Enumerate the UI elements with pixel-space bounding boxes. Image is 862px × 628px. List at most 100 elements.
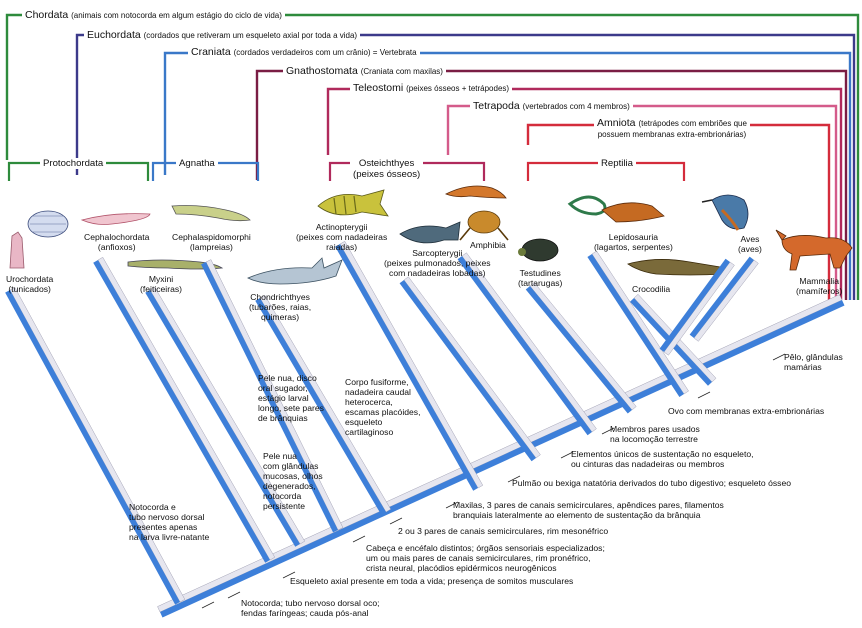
taxon-crocodilia: Crocodilia bbox=[632, 284, 670, 294]
paraphyletic-agnatha: Agnatha bbox=[176, 158, 218, 169]
branch-cephalaspidomorphi bbox=[201, 259, 344, 533]
group-name: Amniota bbox=[597, 117, 636, 129]
bracket-gnathostomata bbox=[255, 69, 848, 300]
taxon-common: com nadadeiras lobadas) bbox=[389, 268, 486, 278]
bracket-euchordata bbox=[75, 33, 856, 300]
tick-2 bbox=[601, 427, 615, 435]
taxon-common: raiadas) bbox=[326, 242, 358, 252]
tick-10 bbox=[201, 601, 215, 609]
tick-6 bbox=[389, 517, 403, 525]
taxon-common: (peixes pulmonados, peixes bbox=[384, 258, 491, 268]
taxon-common: (lampreias) bbox=[189, 242, 233, 252]
animal-illustrations bbox=[9, 185, 853, 285]
group-name: Teleostomi bbox=[353, 82, 404, 94]
bracket-tetrapoda bbox=[446, 104, 838, 300]
fox-icon bbox=[775, 229, 853, 271]
branch-actinopterygii bbox=[335, 241, 484, 491]
group-desc: (peixes ósseos + tetrápodes) bbox=[406, 84, 510, 93]
branch-testudines-blue bbox=[525, 286, 632, 414]
group-desc: (cordados que retiveram um esqueleto axi… bbox=[143, 31, 358, 40]
taxon-common: (peixes com nadadeiras bbox=[296, 232, 388, 242]
branch-sarcopterygii bbox=[399, 276, 541, 462]
synapo-sarcopterygii: Elementos únicos de sustentação no esque… bbox=[571, 449, 754, 469]
paraphyletic-protochordata: Protochordata bbox=[40, 158, 107, 169]
taxon-aves: Aves(aves) bbox=[738, 234, 762, 254]
taxon-lepidosauria: Lepidosauria(lagartos, serpentes) bbox=[594, 232, 673, 252]
taxon-common: (anfioxos) bbox=[97, 242, 136, 252]
crocodile-icon bbox=[627, 259, 727, 276]
group-name: Osteichthyes bbox=[358, 158, 415, 169]
synapo-lampreias: 2 ou 3 pares de canais semicirculares, r… bbox=[398, 526, 609, 536]
lizard-icon bbox=[567, 195, 665, 223]
taxon-testudines: Testudines(tartarugas) bbox=[518, 268, 562, 288]
tree-branches bbox=[5, 241, 845, 618]
taxon-common: (tartarugas) bbox=[518, 278, 563, 288]
lamprey-icon bbox=[171, 205, 251, 222]
taxon-name: Cephalaspidomorphi bbox=[172, 232, 251, 242]
branch-myxini-blue bbox=[145, 290, 300, 547]
branch-amphibia bbox=[457, 252, 597, 436]
synapo-teleostomi: Pulmão ou bexiga natatória derivados do … bbox=[512, 478, 792, 488]
branch-actinopterygii-blue bbox=[335, 244, 478, 491]
taxon-name: Sarcopterygii bbox=[412, 248, 463, 258]
branch-chondrichthyes bbox=[255, 294, 392, 515]
group-name: Chordata bbox=[25, 9, 69, 21]
group-desc: possuem membranas extra-embrionárias) bbox=[597, 130, 747, 139]
branch-archosaur-inner bbox=[689, 256, 759, 342]
synapomorphy-ticks bbox=[201, 353, 786, 609]
kingfisher-icon bbox=[701, 194, 749, 231]
branch-testudines bbox=[525, 282, 637, 414]
taxon-name: Cephalochordata bbox=[84, 232, 150, 242]
taxon-name: Amphibia bbox=[470, 240, 506, 250]
paraphyletic-reptilia: Reptilia bbox=[598, 158, 636, 169]
branch-urochordata bbox=[5, 287, 186, 605]
group-sub: (peixes ósseos) bbox=[353, 169, 421, 180]
group-name: Gnathostomata bbox=[286, 65, 358, 77]
taxon-common: (tubarões, raias, bbox=[249, 302, 312, 312]
taxon-common: (aves) bbox=[738, 244, 762, 254]
taxon-name: Testudines bbox=[519, 268, 561, 278]
taxon-myxini: Myxini(feiticeiras) bbox=[140, 274, 182, 294]
tick-8 bbox=[282, 571, 296, 579]
taxon-name: Lepidosauria bbox=[608, 232, 659, 242]
branch-amphibia-blue bbox=[457, 256, 592, 436]
group-name: Craniata bbox=[191, 46, 231, 58]
turtle-icon bbox=[518, 238, 559, 262]
taxon-name: Aves bbox=[740, 234, 760, 244]
paraphyletic-osteichthyes: Osteichthyes (peixes ósseos) bbox=[350, 158, 424, 180]
branch-aves-light bbox=[663, 261, 735, 356]
group-label-euchordata: Euchordata (cordados que retiveram um es… bbox=[84, 29, 361, 42]
tick-0 bbox=[772, 353, 786, 361]
taxon-name: Crocodilia bbox=[632, 284, 671, 294]
bracket-craniata bbox=[163, 51, 852, 300]
taxon-name: Mammalia bbox=[799, 276, 839, 286]
branch-sarcopterygii-blue bbox=[399, 280, 536, 462]
taxon-name: Myxini bbox=[148, 274, 174, 284]
branch-lepidosauria bbox=[587, 250, 689, 398]
branch-urochordata-light bbox=[9, 287, 186, 603]
branch-archosaur-inner-blue bbox=[689, 256, 754, 338]
bracket-teleostomi bbox=[326, 87, 843, 300]
group-label-amniota: Amniota (tetrápodes com embriões que pos… bbox=[594, 118, 750, 140]
tick-9 bbox=[227, 591, 241, 599]
hagfish-icon bbox=[127, 259, 224, 270]
taxon-common: (feiticeiras) bbox=[140, 284, 183, 294]
branch-cephalaspidomorphi-blue bbox=[201, 262, 338, 533]
synapo-chordata: Notocorda; tubo nervoso dorsal oco;fenda… bbox=[241, 598, 380, 618]
branch-aves-blue bbox=[659, 258, 730, 352]
taxon-name: Urochordata bbox=[6, 274, 54, 284]
taxon-cephalaspidomorphi: Cephalaspidomorphi(lampreias) bbox=[172, 232, 251, 252]
group-name: Tetrapoda bbox=[473, 100, 520, 112]
tick-3 bbox=[560, 451, 574, 459]
group-label-gnathostomata: Gnathostomata (Craniata com maxilas) bbox=[283, 65, 446, 78]
taxon-chondrichthyes: Chondrichthyes(tubarões, raias,quimeras) bbox=[249, 292, 311, 322]
tick-4 bbox=[507, 475, 521, 483]
branch-cephalochordata bbox=[93, 256, 276, 563]
